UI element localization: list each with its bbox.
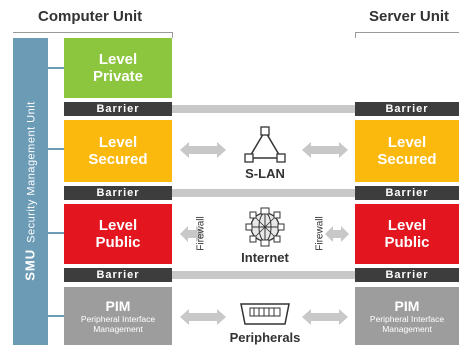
double-arrow-icon — [302, 309, 348, 325]
globe-network-icon — [245, 207, 285, 247]
level-secured-line1: Level — [387, 134, 427, 151]
level-public-box-left: Level Public — [64, 204, 172, 264]
slan-label: S-LAN — [245, 166, 285, 181]
barrier-right-2: Barrier — [355, 186, 459, 200]
level-public-line1: Level — [98, 217, 138, 234]
smu-abbr: SMU — [22, 248, 38, 281]
level-private-line1: Level — [98, 51, 138, 68]
barrier-label: Barrier — [96, 269, 140, 281]
double-arrow-icon — [302, 142, 348, 158]
double-arrow-icon — [180, 309, 226, 325]
barrier-right-1: Barrier — [355, 102, 459, 116]
peripherals-label: Peripherals — [229, 330, 301, 345]
pim-title: PIM — [105, 297, 131, 314]
barrier-label: Barrier — [385, 187, 429, 199]
computer-unit-title: Computer Unit — [38, 8, 143, 25]
pim-box-right: PIM Peripheral Interface Management — [355, 287, 459, 345]
barrier-label: Barrier — [96, 187, 140, 199]
smu-connector-private — [48, 67, 64, 69]
pim-subtitle-line2: Management — [382, 323, 432, 334]
barrier-label: Barrier — [96, 103, 140, 115]
pim-subtitle-line1: Peripheral Interface — [80, 313, 156, 324]
level-public-line2: Public — [95, 234, 141, 251]
double-arrow-icon — [180, 226, 204, 242]
smu-full-name: Security Management Unit — [25, 101, 38, 243]
level-secured-line2: Secured — [377, 151, 437, 168]
level-secured-line1: Level — [98, 134, 138, 151]
barrier-line-3 — [172, 271, 355, 279]
double-arrow-icon — [180, 142, 226, 158]
firewall-label-left: Firewall — [195, 216, 207, 251]
pim-title: PIM — [394, 297, 420, 314]
firewall-label-right: Firewall — [314, 216, 326, 251]
level-public-line1: Level — [387, 217, 427, 234]
double-arrow-icon — [325, 226, 349, 242]
smu-connector-public — [48, 232, 64, 234]
server-unit-title: Server Unit — [369, 8, 450, 25]
barrier-line-2 — [172, 189, 355, 197]
barrier-right-3: Barrier — [355, 268, 459, 282]
server-unit-bracket — [355, 32, 459, 33]
smu-label: SMU Security Management Unit — [23, 101, 38, 281]
pim-subtitle-line1: Peripheral Interface — [369, 313, 445, 324]
level-secured-box-right: Level Secured — [355, 120, 459, 182]
pim-box-left: PIM Peripheral Interface Management — [64, 287, 172, 345]
server-unit-bracket-end — [355, 32, 356, 38]
barrier-label: Barrier — [385, 103, 429, 115]
barrier-line-1 — [172, 105, 355, 113]
level-public-box-right: Level Public — [355, 204, 459, 264]
barrier-left-2: Barrier — [64, 186, 172, 200]
smu-bar — [13, 38, 48, 345]
level-secured-line2: Secured — [88, 151, 148, 168]
level-secured-box-left: Level Secured — [64, 120, 172, 182]
level-private-box: Level Private — [64, 38, 172, 98]
computer-unit-bracket — [13, 32, 173, 33]
smu-connector-pim — [48, 315, 64, 317]
barrier-label: Barrier — [385, 269, 429, 281]
level-private-line2: Private — [92, 68, 144, 85]
pim-subtitle-line2: Management — [93, 323, 143, 334]
triangle-network-icon — [244, 126, 286, 163]
computer-unit-bracket-end — [172, 32, 173, 38]
level-public-line2: Public — [384, 234, 430, 251]
internet-label: Internet — [241, 250, 289, 265]
barrier-left-3: Barrier — [64, 268, 172, 282]
connector-icon — [240, 303, 290, 325]
smu-connector-secured — [48, 148, 64, 150]
barrier-left-1: Barrier — [64, 102, 172, 116]
